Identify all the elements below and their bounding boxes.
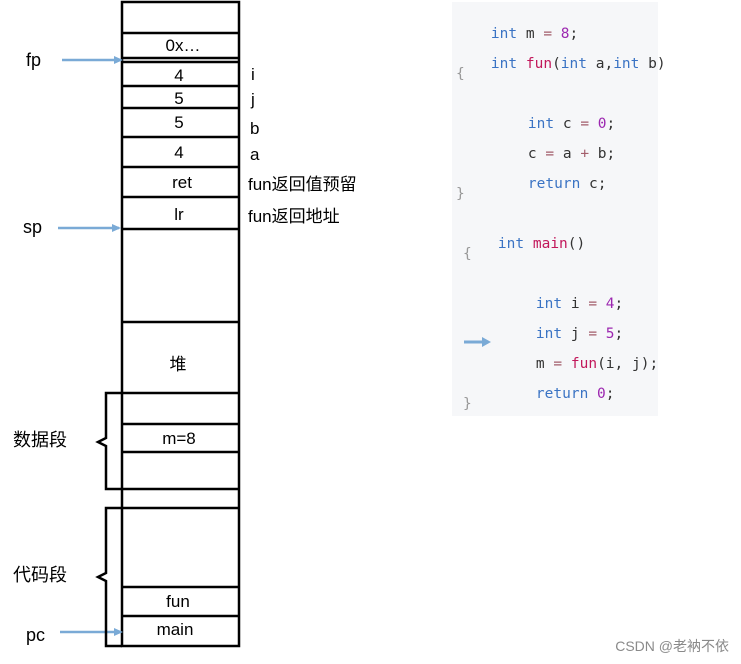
cell-b: 5 [174,113,183,132]
cell-fun: fun [166,592,190,611]
code-line-main-sig: int main() [497,236,586,252]
cell-fp-slot: 0x… [166,36,201,55]
label-j: j [250,90,255,109]
code-line-m-assign: m = fun(i, j); [535,356,659,372]
cell-j: 5 [174,89,183,108]
code-panel: int m = 8; int fun(int a,int b) { int c … [452,2,666,416]
cell-m: m=8 [162,429,196,448]
register-fp: fp [26,50,41,70]
code-line-return-0: return 0; [535,386,615,402]
cell-ret: ret [172,173,192,192]
watermark: CSDN @老衲不依 [615,638,729,654]
label-a: a [250,145,260,164]
code-line-close-brace-fun: } [456,186,465,202]
code-line-m-decl: int m = 8; [490,26,579,42]
code-line-open-brace-main: { [463,246,472,262]
cell-a: 4 [174,143,183,162]
memory-dividers [122,31,239,618]
label-ret-reserve: fun返回值预留 [248,175,357,194]
code-line-c-decl: int c = 0; [527,116,616,132]
cell-lr: lr [174,205,184,224]
data-segment-brace [95,391,122,491]
code-line-i-decl: int i = 4; [535,296,624,312]
memory-column [120,0,241,648]
cell-main: main [157,620,194,639]
code-line-fun-sig: int fun(int a,int b) [490,56,666,72]
label-i: i [251,65,255,84]
current-line-arrow-icon [464,337,491,347]
segment-data: 数据段 [13,430,67,450]
code-segment-brace [95,506,122,648]
segment-code: 代码段 [13,565,67,585]
register-sp: sp [23,217,42,237]
register-pc: pc [26,625,45,645]
code-line-return-c: return c; [527,176,607,192]
label-b: b [250,119,259,138]
code-line-c-assign: c = a + b; [527,146,616,162]
cell-i: 4 [174,66,183,85]
code-line-close-brace-main: } [463,396,472,412]
label-return-address: fun返回地址 [248,207,340,226]
code-line-open-brace: { [456,66,465,82]
code-line-j-decl: int j = 5; [535,326,624,342]
cell-heap: 堆 [170,355,187,374]
